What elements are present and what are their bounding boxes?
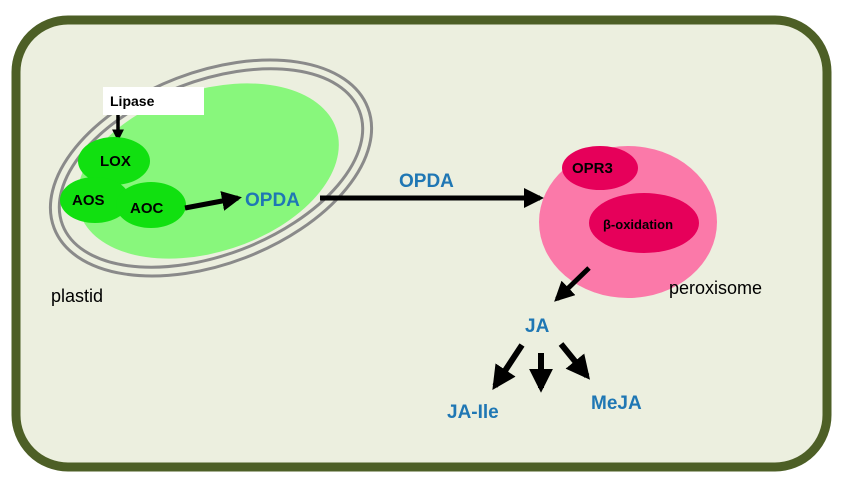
meja-label: MeJA — [591, 393, 642, 414]
ja-label: JA — [525, 316, 550, 337]
ja-to-ja-ile-arrow — [492, 343, 525, 391]
aoc-to-opda-arrow — [184, 191, 242, 211]
lipase-box — [103, 87, 204, 115]
beta-oxidation-label: β-oxidation — [603, 217, 673, 232]
peroxisome-label: peroxisome — [669, 278, 762, 298]
aoc-label: AOC — [130, 200, 164, 217]
opr3-label: OPR3 — [572, 160, 613, 177]
lox-enzyme — [78, 137, 150, 185]
opda-transport-label: OPDA — [399, 171, 454, 192]
lipase-label: Lipase — [110, 93, 155, 109]
lox-label: LOX — [100, 153, 131, 170]
plastid-label: plastid — [51, 286, 103, 306]
opda-plastid-label: OPDA — [245, 190, 300, 211]
aos-enzyme — [60, 177, 130, 223]
aos-label: AOS — [72, 192, 105, 209]
aoc-enzyme — [116, 182, 186, 228]
plastid-membrane — [48, 58, 374, 278]
ja-ile-label: JA-Ile — [447, 402, 499, 423]
opr3-enzyme — [562, 146, 638, 190]
ja-to-meja-arrow — [558, 342, 591, 380]
peroxisome-to-ja-arrow — [554, 266, 591, 302]
beta-oxidation-enzyme — [589, 193, 699, 253]
